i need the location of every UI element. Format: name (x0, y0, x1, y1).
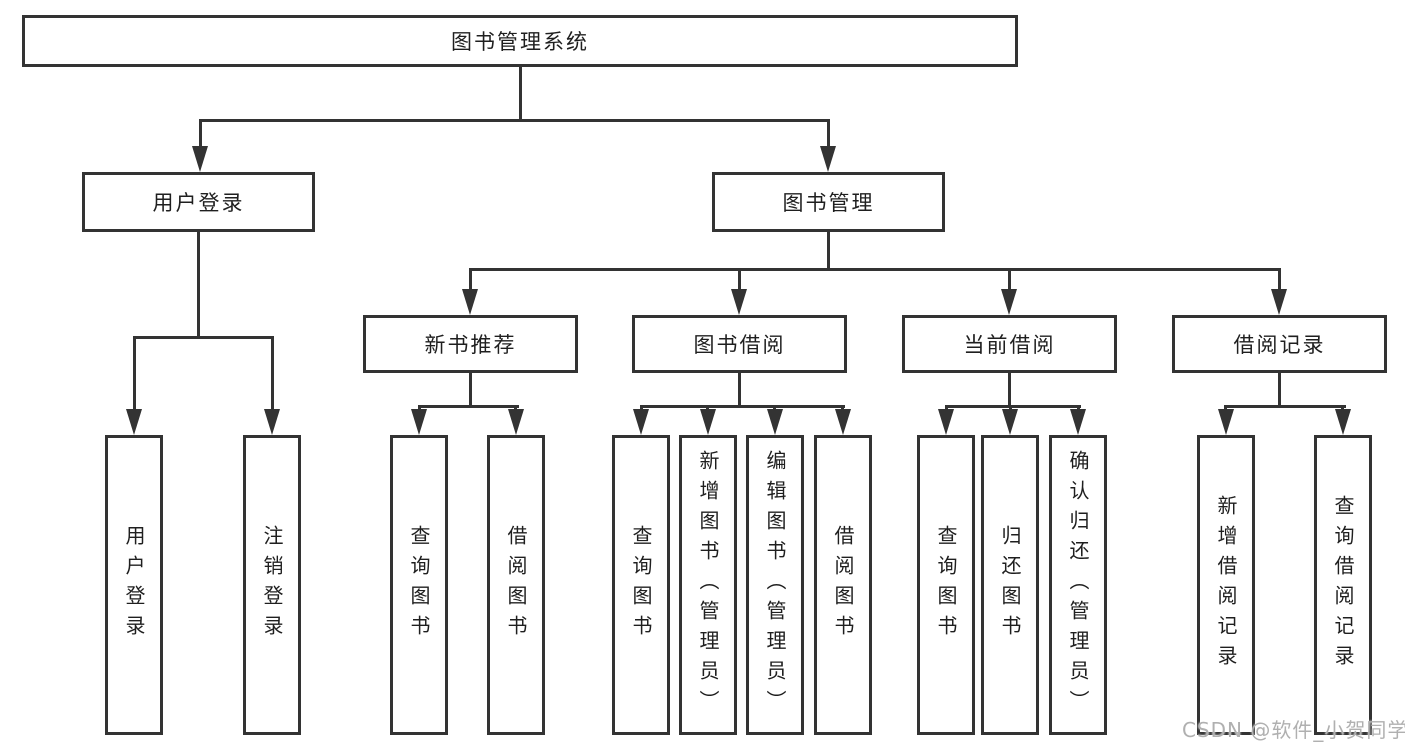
node-current-borrow: 当前借阅 (902, 315, 1117, 373)
arrow-down-icon (1271, 289, 1287, 315)
leaf-label: 查询图书 (629, 525, 653, 645)
leaf-br-add-record: 新增借阅记录 (1197, 435, 1255, 735)
node-root: 图书管理系统 (22, 15, 1018, 67)
leaf-label: 查询图书 (934, 525, 958, 645)
leaf-label: 注销登录 (260, 525, 284, 645)
connector-v (199, 119, 202, 148)
arrow-down-icon (938, 409, 954, 435)
leaf-rec-query-books: 查询图书 (390, 435, 448, 735)
arrow-down-icon (126, 409, 142, 435)
arrow-down-icon (731, 289, 747, 315)
connector-v (469, 373, 472, 407)
arrow-down-icon (820, 146, 836, 172)
connector-v (469, 268, 472, 291)
connector-h (640, 405, 845, 408)
node-user-login: 用户登录 (82, 172, 315, 232)
node-new-book-recommend: 新书推荐 (363, 315, 578, 373)
connector-v (271, 336, 274, 411)
connector-v (519, 65, 522, 121)
node-label: 借阅记录 (1233, 333, 1326, 357)
connector-h (1225, 405, 1346, 408)
connector-v (1278, 268, 1281, 291)
connector-v (1077, 405, 1080, 411)
connector-v (773, 405, 776, 411)
node-label: 当前借阅 (963, 333, 1056, 357)
connector-h (199, 119, 830, 122)
arrow-down-icon (767, 409, 783, 435)
arrow-down-icon (462, 289, 478, 315)
leaf-bb-query-books: 查询图书 (612, 435, 670, 735)
leaf-label: 编辑图书（管理员） (763, 450, 787, 720)
arrow-down-icon (508, 409, 524, 435)
leaf-label: 借阅图书 (831, 525, 855, 645)
leaf-bb-add-books-admin: 新增图书（管理员） (679, 435, 737, 735)
leaf-cb-confirm-return-admin: 确认归还（管理员） (1049, 435, 1107, 735)
connector-v (197, 232, 200, 338)
connector-h (469, 268, 1281, 271)
leaf-label: 借阅图书 (504, 525, 528, 645)
arrow-down-icon (700, 409, 716, 435)
leaf-bb-borrow-books: 借阅图书 (814, 435, 872, 735)
leaf-label: 新增借阅记录 (1214, 495, 1238, 675)
connector-v (418, 405, 421, 411)
node-label: 图书借阅 (693, 333, 786, 357)
node-label: 用户登录 (152, 191, 245, 215)
connector-v (841, 405, 844, 411)
leaf-bb-edit-books-admin: 编辑图书（管理员） (746, 435, 804, 735)
connector-v (945, 405, 948, 411)
connector-v (706, 405, 709, 411)
leaf-label: 查询借阅记录 (1331, 495, 1355, 675)
arrow-down-icon (835, 409, 851, 435)
connector-v (827, 232, 830, 270)
leaf-label: 归还图书 (998, 525, 1022, 645)
node-book-borrow: 图书借阅 (632, 315, 847, 373)
leaf-label: 新增图书（管理员） (696, 450, 720, 720)
leaf-label: 查询图书 (407, 525, 431, 645)
node-label: 图书管理系统 (451, 30, 589, 54)
leaf-rec-borrow-books: 借阅图书 (487, 435, 545, 735)
node-borrow-records: 借阅记录 (1172, 315, 1387, 373)
leaf-cb-return-books: 归还图书 (981, 435, 1039, 735)
arrow-down-icon (1001, 289, 1017, 315)
connector-v (827, 119, 830, 148)
connector-v (1009, 405, 1012, 411)
connector-v (1278, 373, 1281, 407)
leaf-label: 用户登录 (122, 525, 146, 645)
connector-v (640, 405, 643, 411)
leaf-cb-query-books: 查询图书 (917, 435, 975, 735)
node-label: 图书管理 (782, 191, 875, 215)
connector-v (514, 405, 517, 411)
connector-h (945, 405, 1081, 408)
leaf-br-query-record: 查询借阅记录 (1314, 435, 1372, 735)
connector-v (738, 373, 741, 407)
node-book-mgmt: 图书管理 (712, 172, 945, 232)
arrow-down-icon (1335, 409, 1351, 435)
node-label: 新书推荐 (424, 333, 517, 357)
arrow-down-icon (1070, 409, 1086, 435)
arrow-down-icon (633, 409, 649, 435)
connector-v (1341, 405, 1344, 411)
leaf-logout: 注销登录 (243, 435, 301, 735)
arrow-down-icon (411, 409, 427, 435)
connector-h (133, 336, 274, 339)
arrow-down-icon (264, 409, 280, 435)
connector-v (1008, 373, 1011, 407)
watermark-csdn: CSDN @软件_小贺同学 (1182, 718, 1405, 742)
arrow-down-icon (192, 146, 208, 172)
leaf-user-login: 用户登录 (105, 435, 163, 735)
leaf-label: 确认归还（管理员） (1066, 450, 1090, 720)
arrow-down-icon (1218, 409, 1234, 435)
connector-v (1008, 268, 1011, 291)
arrow-down-icon (1002, 409, 1018, 435)
connector-v (1224, 405, 1227, 411)
connector-v (133, 336, 136, 411)
connector-v (738, 268, 741, 291)
connector-h (418, 405, 519, 408)
